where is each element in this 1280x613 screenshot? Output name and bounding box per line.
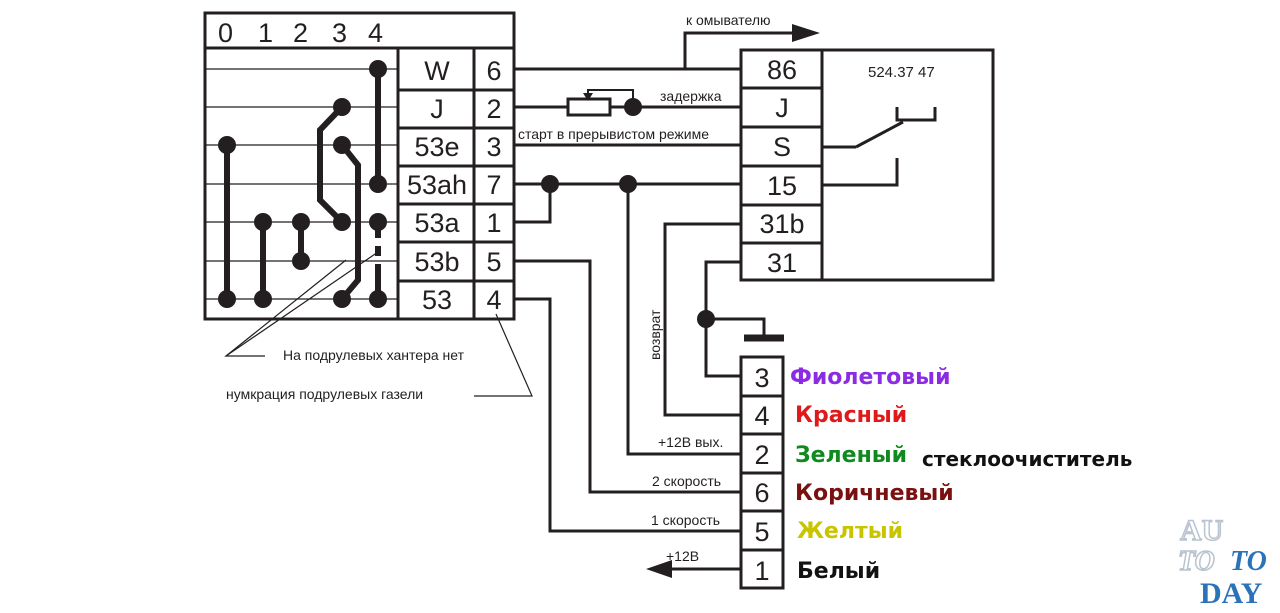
- switch-row-name: W: [424, 56, 450, 86]
- plus12v-label: +12В: [666, 548, 699, 564]
- autotoday-watermark: AU TO TO DAY: [1177, 513, 1267, 610]
- switch-row-number: 7: [486, 170, 501, 200]
- wires: [514, 24, 820, 578]
- watermark-line2a: TO: [1178, 546, 1215, 577]
- relay-pin: 31: [767, 248, 797, 278]
- relay-pin: 86: [767, 55, 797, 85]
- notes: На подрулевых хантера нет нумкрация подр…: [224, 251, 533, 402]
- switch-row-name: 53e: [414, 132, 459, 162]
- relay: 86 J S 15 31b 31 524.37 47: [739, 48, 995, 282]
- note-hunter: На подрулевых хантера нет: [283, 347, 465, 363]
- switch-row-number: 5: [486, 247, 501, 277]
- delay-resistor: [566, 97, 612, 117]
- delay-label: задержка: [660, 88, 722, 104]
- relay-pin: S: [773, 132, 791, 162]
- connector-pin-number: 3: [754, 363, 769, 393]
- position-0: 0: [218, 18, 233, 48]
- switch-row-name: 53a: [414, 208, 460, 238]
- watermark-line2b: TO: [1230, 546, 1267, 577]
- position-2: 2: [293, 18, 308, 48]
- switch-row-name: 53b: [414, 247, 459, 277]
- relay-pin: 15: [767, 171, 797, 201]
- switch-row-number: 4: [486, 285, 501, 315]
- relay-pin: 31b: [759, 209, 804, 239]
- column-switch: 0 1 2 3 4 W J 53e 53ah 53a 53b 53 6 2 3 …: [203, 11, 516, 321]
- switch-row-number: 6: [486, 56, 501, 86]
- switch-row-name: 53: [422, 285, 452, 315]
- watermark-line1: AU: [1180, 514, 1223, 547]
- relay-internal-switch: [822, 107, 937, 187]
- position-3: 3: [332, 18, 347, 48]
- position-1: 1: [258, 18, 273, 48]
- switch-row-number: 3: [486, 132, 501, 162]
- connector-pin-number: 1: [754, 556, 769, 586]
- washer-label: к омывателю: [686, 12, 771, 28]
- relay-model: 524.37 47: [868, 64, 935, 81]
- start-intermittent-label: старт в прерывистом режиме: [518, 126, 709, 142]
- wire-color-name: Желтый: [797, 519, 903, 544]
- note-gazelle: нумкрация подрулевых газели: [226, 386, 423, 402]
- relay-pin: J: [775, 93, 789, 123]
- connector-pin-number: 5: [754, 517, 769, 547]
- wiper-connector: 3 4 2 6 5 1 Фиолетовый Красный Зеленый К…: [739, 355, 1132, 590]
- plus12v-arrow-icon: [646, 560, 672, 578]
- connector-pin-number: 6: [754, 478, 769, 508]
- switch-row-name: J: [430, 94, 444, 124]
- watermark-line3: DAY: [1200, 577, 1263, 610]
- switch-contact-lines: [205, 68, 398, 300]
- switch-jumpers: [218, 60, 387, 308]
- return-label: возврат: [647, 309, 663, 360]
- speed2-label: 2 скорость: [652, 473, 721, 489]
- out12v-label: +12В вых.: [658, 434, 723, 450]
- speed1-label: 1 скорость: [651, 512, 720, 528]
- washer-arrow-icon: [792, 24, 820, 42]
- wire-color-name: Красный: [795, 403, 907, 428]
- connector-pin-number: 4: [754, 401, 769, 431]
- wire-color-name: Зеленый: [795, 443, 907, 468]
- switch-row-number: 1: [486, 208, 501, 238]
- wiper-label: стеклоочиститель: [922, 447, 1132, 471]
- switch-row-name: 53ah: [407, 170, 467, 200]
- wire-color-name: Фиолетовый: [790, 365, 950, 390]
- switch-row-number: 2: [486, 94, 501, 124]
- connector-pin-number: 2: [754, 440, 769, 470]
- wire-color-name: Белый: [797, 559, 880, 584]
- position-4: 4: [368, 18, 383, 48]
- wire-color-name: Коричневый: [795, 481, 954, 506]
